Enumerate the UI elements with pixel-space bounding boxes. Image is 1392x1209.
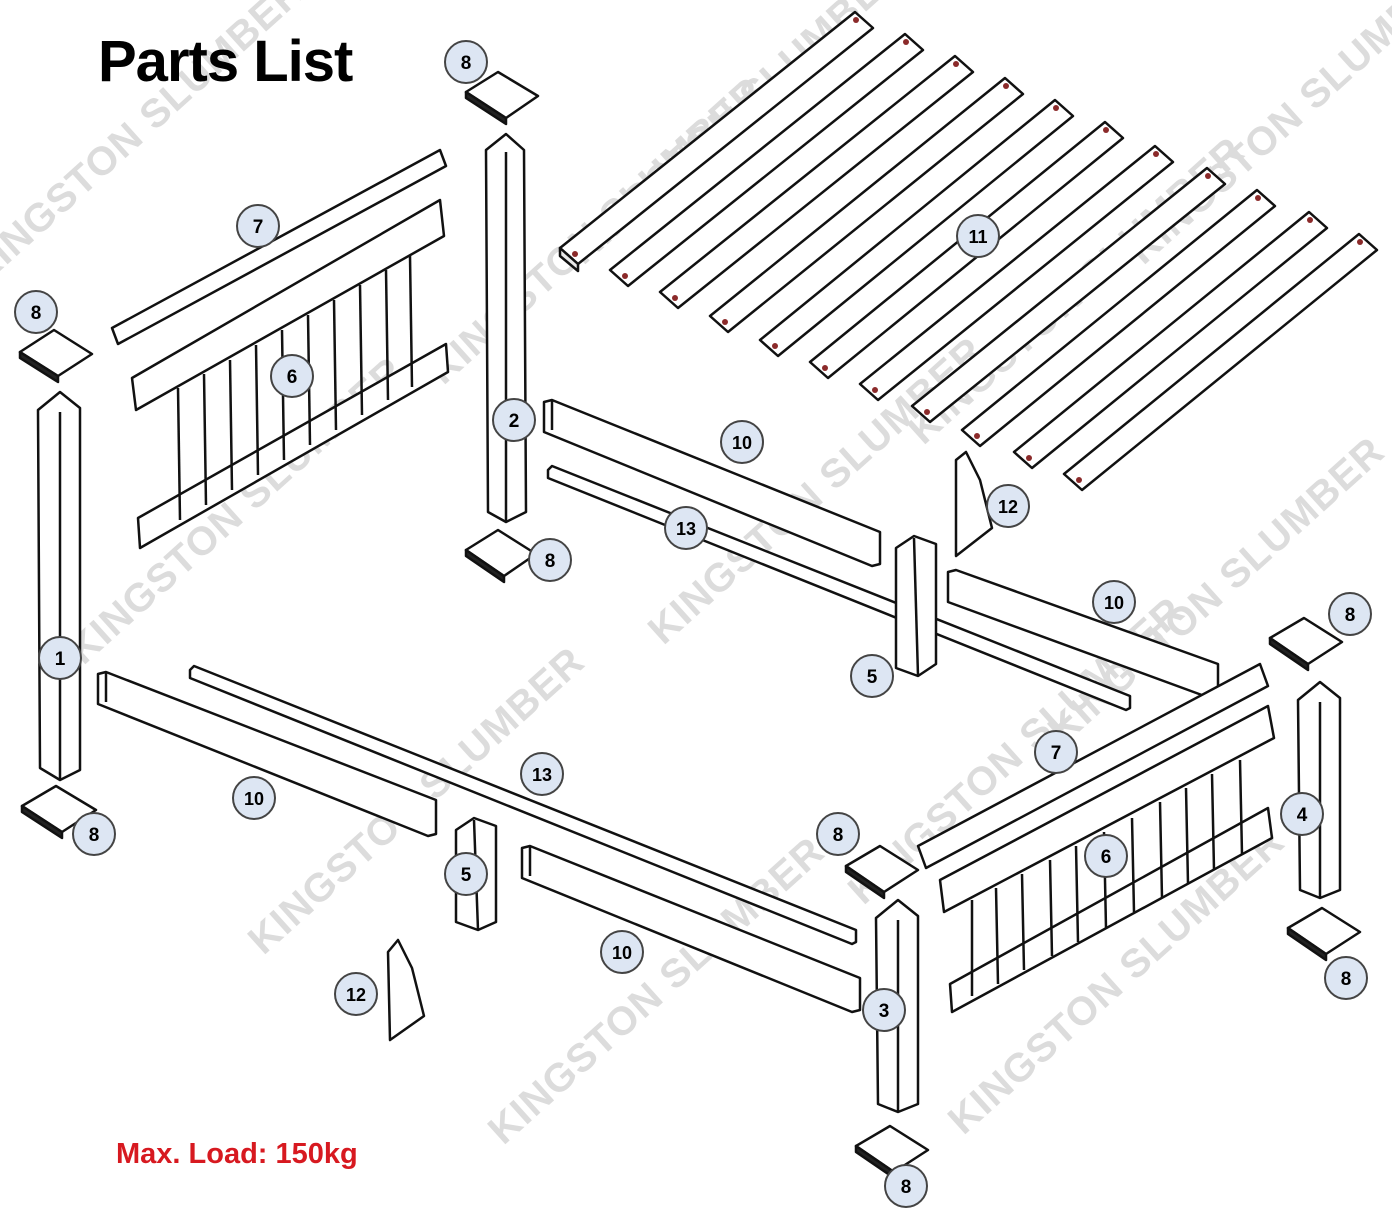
label-5: 5 bbox=[444, 852, 488, 896]
label-4: 4 bbox=[1280, 792, 1324, 836]
slat bbox=[1062, 232, 1379, 492]
label-3: 3 bbox=[862, 988, 906, 1032]
svg-text:8: 8 bbox=[901, 1177, 912, 1198]
svg-text:8: 8 bbox=[545, 551, 556, 572]
top-rail bbox=[110, 148, 448, 346]
svg-text:12: 12 bbox=[346, 985, 366, 1005]
slat bbox=[1012, 210, 1329, 470]
svg-text:12: 12 bbox=[998, 497, 1018, 517]
label-10: 10 bbox=[720, 420, 764, 464]
label-12: 12 bbox=[334, 972, 378, 1016]
label-11: 11 bbox=[956, 214, 1000, 258]
svg-text:8: 8 bbox=[1341, 969, 1352, 990]
svg-text:5: 5 bbox=[867, 667, 878, 688]
label-6: 6 bbox=[1084, 834, 1128, 878]
svg-text:10: 10 bbox=[612, 943, 632, 963]
svg-text:8: 8 bbox=[461, 53, 472, 74]
post-cap bbox=[854, 1124, 930, 1174]
svg-text:10: 10 bbox=[732, 433, 752, 453]
slat bbox=[608, 32, 925, 288]
slat bbox=[658, 54, 975, 310]
svg-text:7: 7 bbox=[253, 217, 264, 238]
slat bbox=[708, 76, 1025, 334]
post-cap bbox=[1286, 906, 1362, 956]
label-10: 10 bbox=[600, 930, 644, 974]
svg-text:13: 13 bbox=[532, 765, 552, 785]
post-cap bbox=[464, 528, 538, 578]
max-load-note: Max. Load: 150kg bbox=[116, 1138, 358, 1170]
svg-text:7: 7 bbox=[1051, 743, 1062, 764]
label-7: 7 bbox=[236, 204, 280, 248]
center-rail bbox=[188, 664, 858, 946]
label-8: 8 bbox=[884, 1164, 928, 1208]
slat bbox=[960, 188, 1277, 448]
slat bbox=[910, 166, 1227, 424]
svg-text:4: 4 bbox=[1297, 805, 1308, 826]
label-8: 8 bbox=[1324, 956, 1368, 1000]
page-title: Parts List bbox=[98, 29, 353, 94]
svg-text:11: 11 bbox=[968, 227, 987, 247]
label-10: 10 bbox=[1092, 580, 1136, 624]
svg-text:8: 8 bbox=[833, 825, 844, 846]
svg-text:6: 6 bbox=[1101, 847, 1112, 868]
top-rail bbox=[916, 662, 1270, 870]
headboard-panel bbox=[130, 198, 450, 550]
slat bbox=[858, 144, 1175, 402]
svg-text:3: 3 bbox=[879, 1001, 890, 1022]
svg-text:8: 8 bbox=[1345, 605, 1356, 626]
svg-text:10: 10 bbox=[244, 789, 264, 809]
label-8: 8 bbox=[816, 812, 860, 856]
callout-labels: 1 2 3 4 5 5 6 6 7 7 8 8 8 8 8 8 8 8 10 1… bbox=[14, 40, 1372, 1208]
center-rail bbox=[546, 464, 1132, 712]
label-7: 7 bbox=[1034, 730, 1078, 774]
label-8: 8 bbox=[14, 290, 58, 334]
footboard-panel bbox=[938, 704, 1276, 1014]
label-1: 1 bbox=[38, 636, 82, 680]
label-8: 8 bbox=[444, 40, 488, 84]
slat bbox=[758, 98, 1075, 358]
label-12: 12 bbox=[986, 484, 1030, 528]
label-10: 10 bbox=[232, 776, 276, 820]
label-13: 13 bbox=[520, 752, 564, 796]
svg-text:8: 8 bbox=[31, 303, 42, 324]
label-8: 8 bbox=[72, 812, 116, 856]
label-8: 8 bbox=[1328, 592, 1372, 636]
label-2: 2 bbox=[492, 398, 536, 442]
label-8: 8 bbox=[528, 538, 572, 582]
svg-text:10: 10 bbox=[1104, 593, 1124, 613]
slat-group bbox=[558, 10, 1379, 492]
label-13: 13 bbox=[664, 506, 708, 550]
svg-text:13: 13 bbox=[676, 519, 696, 539]
svg-text:5: 5 bbox=[461, 865, 472, 886]
corner-bracket bbox=[954, 450, 994, 558]
svg-text:1: 1 bbox=[55, 649, 66, 670]
svg-text:2: 2 bbox=[509, 411, 520, 432]
svg-text:8: 8 bbox=[89, 825, 100, 846]
post-cap bbox=[18, 328, 94, 378]
label-6: 6 bbox=[270, 354, 314, 398]
corner-bracket bbox=[386, 938, 426, 1042]
label-5: 5 bbox=[850, 654, 894, 698]
svg-text:6: 6 bbox=[287, 367, 298, 388]
post-cap bbox=[844, 844, 920, 894]
